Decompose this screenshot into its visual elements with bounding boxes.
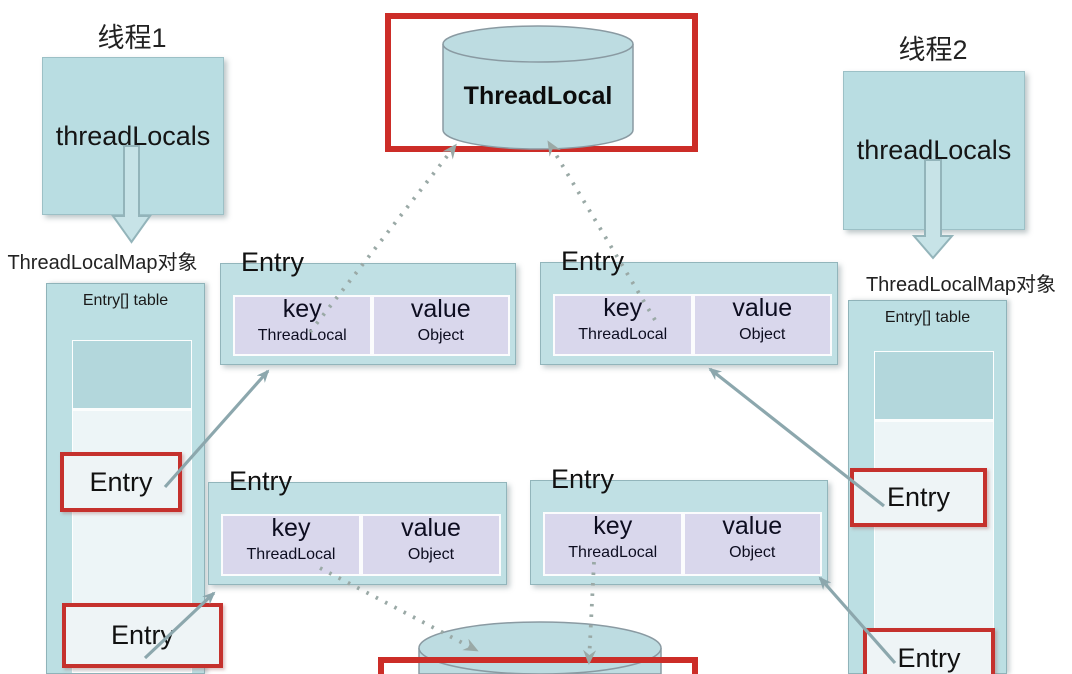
thread2-entry-highlight-1: Entry bbox=[850, 468, 987, 527]
thread1-table-label: Entry[] table bbox=[82, 292, 169, 309]
key-header: key bbox=[271, 514, 311, 542]
thread1-entry-1-label: Entry bbox=[89, 466, 153, 497]
thread1-down-arrow-icon bbox=[111, 145, 152, 244]
thread2-entry-1-label: Entry bbox=[886, 482, 951, 512]
key-header: key bbox=[603, 294, 643, 322]
value-header: value bbox=[732, 294, 793, 322]
thread2-entry-2-label: Entry bbox=[897, 642, 961, 673]
thread1-title: 线程1 bbox=[97, 23, 167, 53]
key-value: ThreadLocal bbox=[578, 326, 668, 343]
entry-table-title: Entry bbox=[241, 247, 305, 277]
entry-value-cell: value Object bbox=[682, 512, 822, 576]
entry-value-cell: value Object bbox=[371, 295, 510, 356]
entry-table-upper-right: Entry key ThreadLocal value Object bbox=[540, 247, 838, 365]
thread1-map-label: ThreadLocalMap对象 bbox=[7, 252, 198, 274]
entry-value-cell: value Object bbox=[361, 514, 501, 576]
key-header: key bbox=[282, 295, 322, 323]
key-value: ThreadLocal bbox=[257, 327, 347, 344]
bottom-cylinder-highlight bbox=[378, 657, 698, 674]
value-header: value bbox=[410, 295, 471, 323]
value-value: Object bbox=[417, 327, 464, 344]
entry-key-value-row: key ThreadLocal value Object bbox=[221, 514, 501, 576]
key-header: key bbox=[593, 512, 633, 540]
value-value: Object bbox=[407, 546, 455, 563]
entry-table-lower-right: Entry key ThreadLocal value Object bbox=[530, 465, 828, 585]
value-value: Object bbox=[739, 326, 786, 343]
thread2-entry-highlight-2: Entry bbox=[863, 628, 995, 674]
entry-table-title: Entry bbox=[561, 246, 625, 276]
key-value: ThreadLocal bbox=[568, 544, 658, 561]
entry-table-title: Entry bbox=[229, 466, 293, 496]
top-cylinder-label: ThreadLocal bbox=[463, 82, 613, 110]
thread2-map-label: ThreadLocalMap对象 bbox=[865, 274, 1057, 296]
entry-key-cell: key ThreadLocal bbox=[543, 512, 683, 576]
value-value: Object bbox=[729, 544, 776, 561]
entry-table-lower-left: Entry key ThreadLocal value Object bbox=[208, 467, 507, 585]
entry-key-cell: key ThreadLocal bbox=[221, 514, 361, 576]
value-header: value bbox=[401, 514, 461, 542]
thread2-title: 线程2 bbox=[898, 35, 968, 65]
threadlocal-cylinder-icon bbox=[442, 25, 634, 150]
thread1-entry-highlight-2: Entry bbox=[62, 603, 223, 668]
entry-key-value-row: key ThreadLocal value Object bbox=[553, 294, 832, 356]
thread2-down-arrow-icon bbox=[911, 159, 955, 260]
thread1-empty-slot bbox=[73, 341, 191, 411]
entry-table-title: Entry bbox=[551, 464, 615, 494]
thread1-entry-highlight-1: Entry bbox=[60, 452, 182, 512]
entry-value-cell: value Object bbox=[692, 294, 832, 356]
entry-table-upper-left: Entry key ThreadLocal value Object bbox=[220, 248, 516, 365]
entry-key-cell: key ThreadLocal bbox=[233, 295, 372, 356]
entry-key-value-row: key ThreadLocal value Object bbox=[233, 295, 510, 356]
thread2-empty-slot bbox=[875, 352, 993, 422]
entry-key-cell: key ThreadLocal bbox=[553, 294, 693, 356]
value-header: value bbox=[722, 512, 783, 540]
thread1-entry-2-label: Entry bbox=[110, 620, 175, 650]
thread2-table-label: Entry[] table bbox=[884, 309, 971, 326]
key-value: ThreadLocal bbox=[246, 546, 336, 563]
entry-key-value-row: key ThreadLocal value Object bbox=[543, 512, 822, 576]
